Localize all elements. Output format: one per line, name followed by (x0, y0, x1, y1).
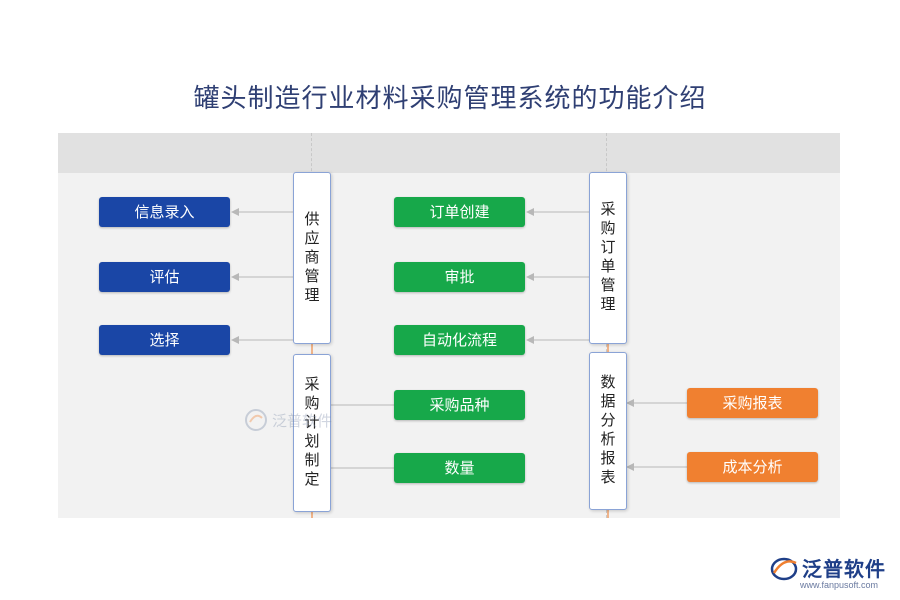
watermark: 泛普软件 (244, 408, 332, 432)
supplier-management-label: 供应商管理 (302, 210, 321, 306)
left-connector-trunk (311, 342, 313, 356)
purchase-plan-label: 采购计划制定 (302, 376, 321, 490)
brand-logo-text: 泛普软件 (802, 557, 886, 581)
data-report-node: 数据分析报表 (589, 352, 627, 510)
purchase-report-box: 采购报表 (687, 388, 818, 418)
supplier-management-node: 供应商管理 (293, 172, 331, 344)
purchase-variety-box: 采购品种 (394, 390, 525, 420)
purchase-order-node: 采购订单管理 (589, 172, 627, 344)
automation-flow-box: 自动化流程 (394, 325, 525, 355)
order-create-box: 订单创建 (394, 197, 525, 227)
quantity-box: 数量 (394, 453, 525, 483)
brand-logo: 泛普软件 (770, 553, 886, 582)
right-connector-trunk (607, 342, 609, 352)
select-box: 选择 (99, 325, 230, 355)
purchase-order-label: 采购订单管理 (598, 201, 617, 315)
diagram-header-band (58, 133, 840, 173)
watermark-logo-icon (245, 409, 267, 431)
evaluate-box: 评估 (99, 262, 230, 292)
right-connector-tail (607, 508, 609, 518)
left-connector-tail (311, 508, 313, 518)
cost-analysis-box: 成本分析 (687, 452, 818, 482)
brand-url: www.fanpusoft.com (800, 580, 879, 590)
page-title: 罐头制造行业材料采购管理系统的功能介绍 (193, 84, 707, 114)
brand-logo-icon (770, 557, 798, 580)
data-report-label: 数据分析报表 (598, 374, 617, 488)
purchase-plan-node: 采购计划制定 (293, 354, 331, 512)
approve-box: 审批 (394, 262, 525, 292)
info-entry-box: 信息录入 (99, 197, 230, 227)
watermark-text: 泛普软件 (272, 411, 333, 430)
